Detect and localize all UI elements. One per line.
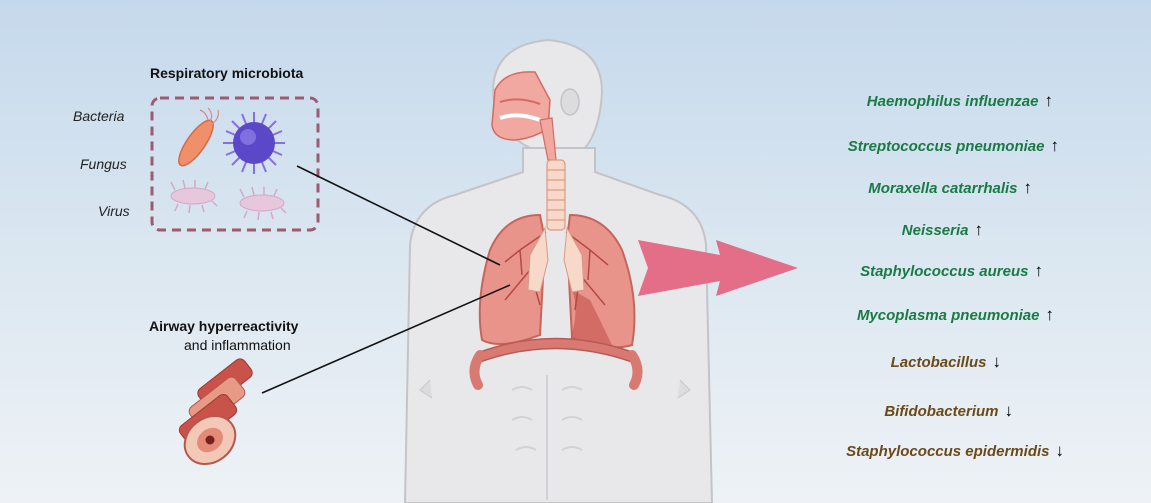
organism-item: Bifidobacterium ↓ xyxy=(884,401,1013,421)
bacteria-icon xyxy=(173,108,219,170)
organism-item: Neisseria ↑ xyxy=(902,220,983,240)
organism-item: Haemophilus influenzae ↑ xyxy=(867,91,1053,111)
trachea xyxy=(547,160,565,230)
arrow-down-icon: ↓ xyxy=(1056,441,1065,460)
arrow-up-icon: ↑ xyxy=(1046,305,1055,324)
organism-name: Moraxella catarrhalis xyxy=(868,180,1017,197)
organism-item: Moraxella catarrhalis ↑ xyxy=(868,178,1032,198)
organism-item: Streptococcus pneumoniae ↑ xyxy=(848,136,1059,156)
fungus-icon xyxy=(223,112,285,174)
arrow-down-icon: ↓ xyxy=(1005,401,1014,420)
microbiota-title: Respiratory microbiota xyxy=(150,65,303,81)
arrow-up-icon: ↑ xyxy=(1024,178,1033,197)
label-fungus: Fungus xyxy=(80,156,127,172)
organism-name: Mycoplasma pneumoniae xyxy=(857,307,1040,324)
label-bacteria: Bacteria xyxy=(73,108,124,124)
virus-icon xyxy=(171,180,286,220)
organism-name: Bifidobacterium xyxy=(884,403,998,420)
organism-name: Haemophilus influenzae xyxy=(867,93,1039,110)
organism-name: Lactobacillus xyxy=(891,354,987,371)
label-virus: Virus xyxy=(98,203,130,219)
airway-title: Airway hyperreactivity xyxy=(149,318,298,334)
arrow-up-icon: ↑ xyxy=(1045,91,1054,110)
organism-item: Mycoplasma pneumoniae ↑ xyxy=(857,305,1054,325)
arrow-up-icon: ↑ xyxy=(1051,136,1060,155)
pointer-arrow-icon xyxy=(638,240,798,296)
microbiota-box xyxy=(152,98,318,230)
organism-item: Lactobacillus ↓ xyxy=(891,352,1001,372)
airway-tube-icon xyxy=(175,356,254,473)
arrow-up-icon: ↑ xyxy=(1035,261,1044,280)
organism-name: Staphylococcus aureus xyxy=(860,263,1028,280)
organism-name: Neisseria xyxy=(902,222,969,239)
airway-subtitle: and inflammation xyxy=(184,337,291,353)
arrow-up-icon: ↑ xyxy=(975,220,984,239)
organism-name: Staphylococcus epidermidis xyxy=(846,443,1049,460)
organism-name: Streptococcus pneumoniae xyxy=(848,138,1045,155)
organism-item: Staphylococcus aureus ↑ xyxy=(860,261,1043,281)
arrow-down-icon: ↓ xyxy=(993,352,1002,371)
organism-item: Staphylococcus epidermidis ↓ xyxy=(846,441,1064,461)
